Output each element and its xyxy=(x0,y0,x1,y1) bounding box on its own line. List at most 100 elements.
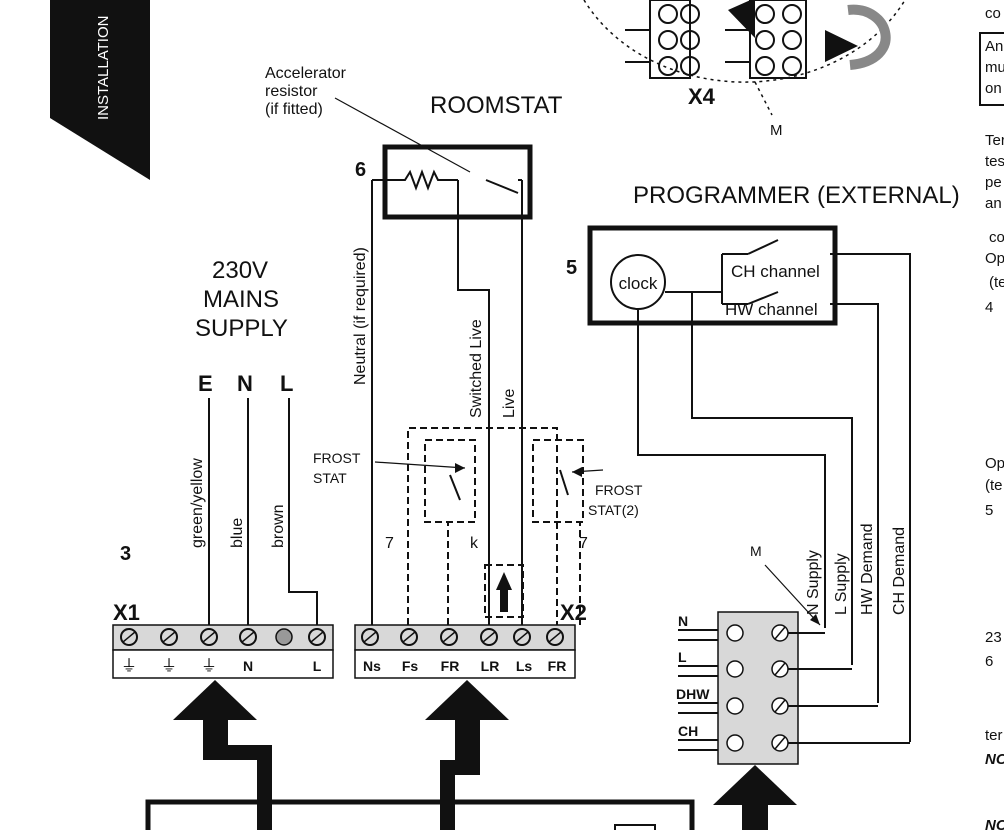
live-label: Live xyxy=(501,389,518,418)
link-box xyxy=(484,564,524,618)
edge-text: 6 xyxy=(985,653,993,670)
l-supply-label: L Supply xyxy=(833,553,850,615)
frost-stat2-label-1: FROST xyxy=(595,482,643,498)
x1-terminal-block xyxy=(112,624,334,679)
x4-label: X4 xyxy=(688,84,716,109)
frost-stat-pointer xyxy=(374,461,466,469)
programmer-title: PROGRAMMER (EXTERNAL) xyxy=(633,182,960,209)
edge-text: An xyxy=(985,38,1003,55)
clock-box xyxy=(587,225,838,326)
n-supply-wire xyxy=(637,310,826,628)
mains-terminal-l: L xyxy=(280,371,293,396)
x1-earth-3: ⏚ xyxy=(201,656,217,675)
programmer-zoom-circle xyxy=(583,0,906,83)
demand-terminal-n: N xyxy=(678,613,688,629)
switched-live-wire xyxy=(457,180,490,625)
edge-text: ter xyxy=(985,727,1003,744)
label-k: k xyxy=(470,535,479,552)
x2-label: X2 xyxy=(560,600,587,625)
hw-switch xyxy=(747,291,779,305)
edge-text: NO xyxy=(985,751,1004,768)
demand-m-label: M xyxy=(750,543,762,559)
x1-earth-2: ⏚ xyxy=(161,656,177,675)
x2-ns: Ns xyxy=(363,658,381,674)
x2-terminal-block xyxy=(354,624,576,679)
x2-ls: Ls xyxy=(516,658,533,674)
live-supply-wire xyxy=(288,398,318,625)
sidebar-tab-label: INSTALLATION xyxy=(95,16,112,120)
clock-box-number: 5 xyxy=(566,257,577,279)
accelerator-resistor xyxy=(372,169,458,191)
edge-text: (te xyxy=(985,477,1003,494)
edge-text: mu xyxy=(985,59,1004,76)
sidebar-tab xyxy=(50,0,150,180)
accelerator-line-1: Accelerator xyxy=(265,65,347,82)
ch-demand-label: CH Demand xyxy=(891,527,908,615)
frost-stat-2 xyxy=(532,439,584,523)
edge-text: 23 xyxy=(985,629,1002,646)
lower-connections xyxy=(145,680,797,830)
demand-terminal-l: L xyxy=(678,649,687,665)
ch-switch xyxy=(747,239,779,255)
m-pointer-top xyxy=(754,81,773,116)
label-7-right: 7 xyxy=(579,535,588,552)
roomstat-title: ROOMSTAT xyxy=(430,92,563,119)
hw-channel-label: HW channel xyxy=(725,300,818,319)
x1-n: N xyxy=(243,658,253,674)
x4-terminal-block xyxy=(625,0,891,79)
edge-text: co xyxy=(989,229,1004,246)
frost-stat-boundary xyxy=(407,427,558,625)
programmer-m-label: M xyxy=(770,122,783,139)
accelerator-line-3: (if fitted) xyxy=(265,101,323,118)
mains-title-1: 230V xyxy=(212,257,268,284)
wire-green-yellow: green/yellow xyxy=(189,458,206,548)
ch-demand-wire xyxy=(830,253,911,742)
edge-text: (te xyxy=(989,274,1004,291)
edge-text: NO xyxy=(985,817,1004,830)
x1-label: X1 xyxy=(113,600,140,625)
edge-text: tes xyxy=(985,153,1004,170)
edge-text: an xyxy=(985,195,1002,212)
edge-text: on xyxy=(985,80,1002,97)
frost-stat-1 xyxy=(424,439,476,523)
edge-text: Op xyxy=(985,455,1004,472)
accelerator-pointer xyxy=(334,97,471,173)
hw-demand-label: HW Demand xyxy=(859,523,876,615)
label-7-left: 7 xyxy=(385,535,394,552)
hw-demand-wire xyxy=(830,303,879,703)
x1-earth-1: ⏚ xyxy=(121,656,137,675)
edge-text: co xyxy=(985,5,1001,22)
roomstat-switch xyxy=(485,179,519,194)
edge-text: 4 xyxy=(985,299,993,316)
mains-title-3: SUPPLY xyxy=(195,315,288,342)
switched-live-label: Switched Live xyxy=(468,319,485,418)
mains-terminal-e: E xyxy=(198,371,213,396)
demand-terminal-ch: CH xyxy=(678,723,698,739)
frost-stat-label-1: FROST xyxy=(313,450,361,466)
demand-m-pointer xyxy=(764,564,821,626)
n-supply-label: N Supply xyxy=(805,550,822,615)
frost-stat2-label-2: STAT(2) xyxy=(588,502,639,518)
demand-terminals xyxy=(678,624,910,752)
ch-channel-label: CH channel xyxy=(731,262,820,281)
wire-blue: blue xyxy=(229,518,246,548)
edge-text: pe xyxy=(985,174,1002,191)
edge-text: 5 xyxy=(985,502,993,519)
x2-fs: Fs xyxy=(402,658,419,674)
clock-channel-wire xyxy=(665,254,723,304)
edge-text: Ter xyxy=(985,132,1004,149)
mains-terminal-n: N xyxy=(237,371,253,396)
mains-number: 3 xyxy=(120,543,131,565)
roomstat-number: 6 xyxy=(355,159,366,181)
x2-fr-1: FR xyxy=(441,658,460,674)
l-supply-wire xyxy=(691,292,853,665)
demand-terminal-dhw: DHW xyxy=(676,686,710,702)
wire-brown: brown xyxy=(270,504,287,548)
right-edge-text: co An mu on Ter tes pe an co Op (te 4 Op… xyxy=(979,5,1004,830)
accelerator-line-2: resistor xyxy=(265,83,318,100)
x2-fr-2: FR xyxy=(548,658,567,674)
x2-lr: LR xyxy=(481,658,500,674)
x1-l: L xyxy=(313,658,322,674)
edge-text: Op xyxy=(985,250,1004,267)
